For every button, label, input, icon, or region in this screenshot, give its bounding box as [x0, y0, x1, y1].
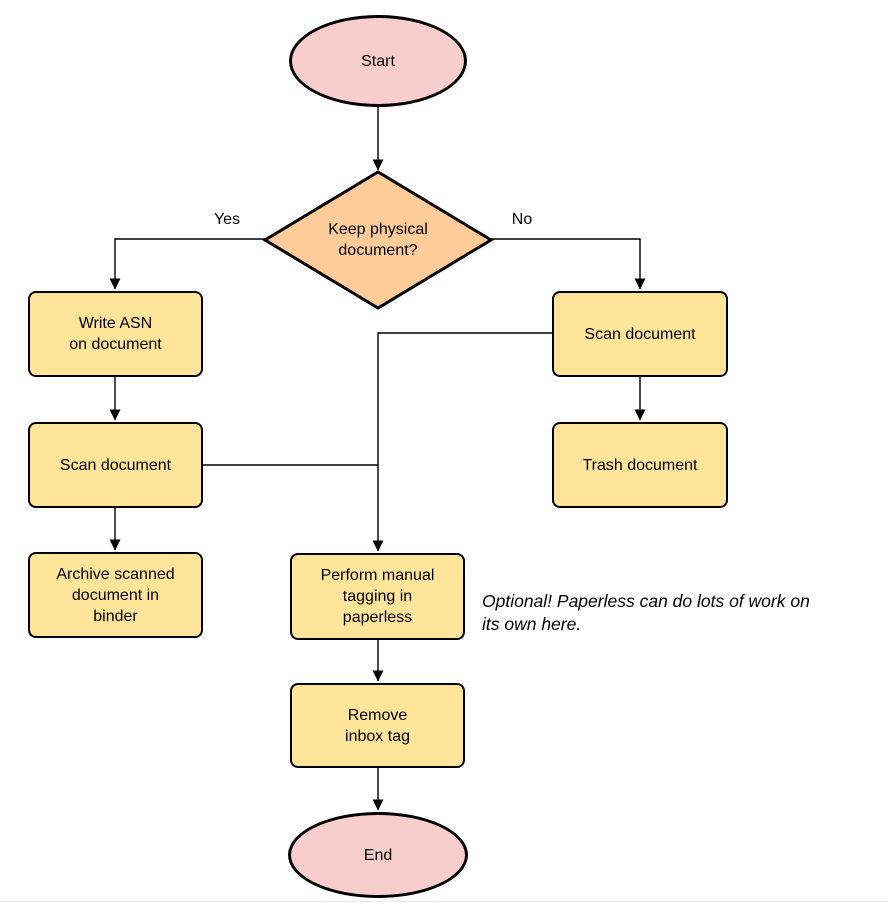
node-write-asn: Write ASN on document — [28, 291, 203, 377]
node-manual-tagging: Perform manual tagging in paperless — [290, 553, 465, 640]
node-scan-document-right-label: Scan document — [584, 325, 696, 343]
node-remove-inbox-tag: Remove inbox tag — [290, 683, 465, 768]
annotation-optional-note: Optional! Paperless can do lots of work … — [482, 591, 810, 634]
node-scan-document-left-label: Scan document — [59, 456, 172, 474]
node-end-label: End — [363, 846, 393, 864]
node-end: End — [288, 812, 468, 898]
node-archive-binder-label: Archive scanned document in binder — [56, 565, 175, 625]
node-scan-document-left: Scan document — [28, 422, 203, 508]
bottom-divider — [0, 901, 888, 902]
node-start-label: Start — [361, 52, 395, 70]
node-archive-binder: Archive scanned document in binder — [28, 552, 203, 638]
edge-scan-right-to-tagging — [372, 332, 552, 552]
node-decision-shape — [262, 170, 494, 310]
node-trash-document-label: Trash document — [582, 456, 698, 474]
node-scan-document-right: Scan document — [552, 291, 728, 377]
node-manual-tagging-label: Perform manual tagging in paperless — [320, 567, 435, 626]
decision-diamond — [262, 170, 494, 310]
edge-label-no: No — [511, 211, 533, 228]
node-remove-inbox-tag-label: Remove inbox tag — [345, 706, 410, 745]
node-trash-document: Trash document — [552, 422, 728, 508]
edge-decision-yes-to-write-asn — [109, 238, 266, 290]
edge-decision-no-to-scan-right — [489, 238, 646, 290]
node-decision: Keep physical document? — [265, 172, 491, 308]
node-write-asn-label: Write ASN on document — [69, 315, 162, 353]
edge-label-yes: Yes — [213, 211, 241, 228]
node-decision-label: Keep physical document? — [328, 221, 428, 259]
node-start: Start — [289, 15, 467, 107]
